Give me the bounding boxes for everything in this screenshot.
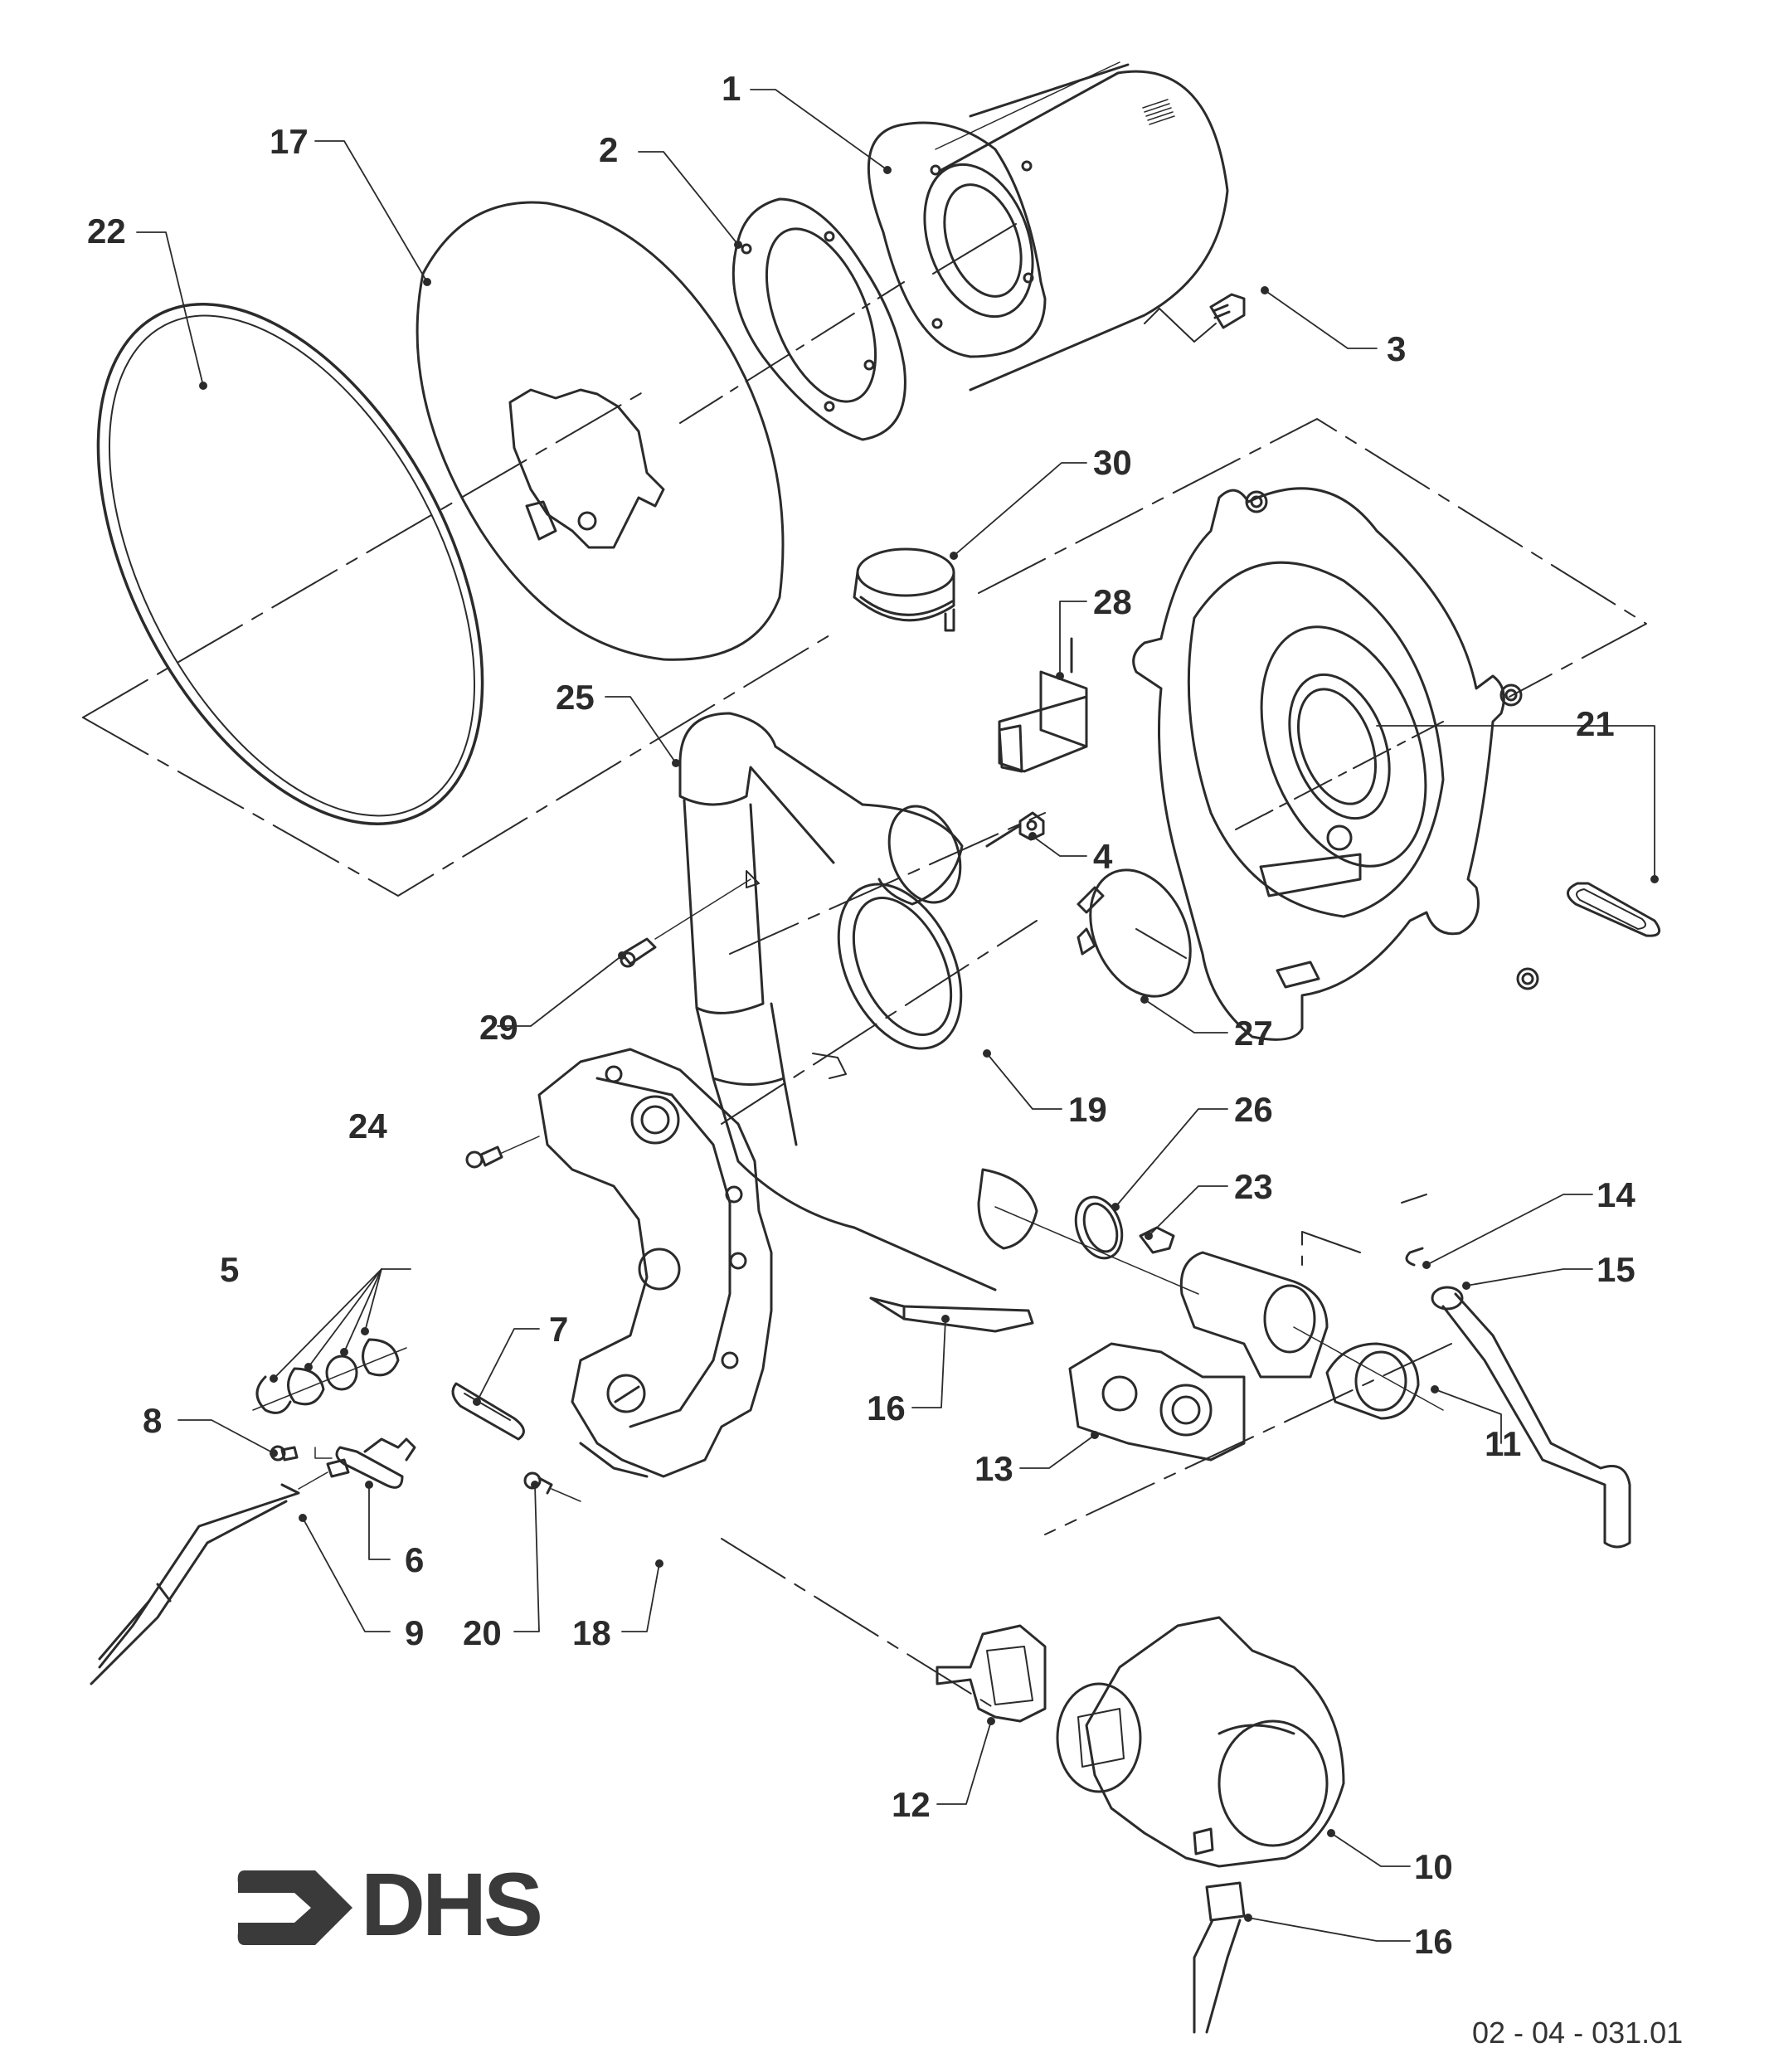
part-18-burner-housing — [537, 1048, 773, 1478]
callout-9: 9 — [405, 1613, 425, 1652]
part-1-burner-tube — [868, 61, 1229, 392]
assembly-dashed-lines — [82, 389, 1647, 1710]
callout-16a: 16 — [867, 1389, 906, 1428]
callout-12: 12 — [892, 1785, 931, 1824]
callout-26: 26 — [1234, 1090, 1273, 1129]
callout-14: 14 — [1597, 1175, 1635, 1214]
callout-6: 6 — [405, 1540, 425, 1579]
part-25-air-pipe — [678, 712, 997, 1291]
callout-23: 23 — [1234, 1167, 1273, 1206]
callout-22: 22 — [87, 212, 126, 250]
callout-16b: 16 — [1414, 1922, 1453, 1961]
logo-text: DHS — [361, 1854, 543, 1954]
part-16-connector-probe — [869, 1296, 1034, 1333]
callout-30: 30 — [1093, 443, 1132, 482]
part-22-o-ring — [96, 303, 484, 825]
callout-13: 13 — [974, 1449, 1013, 1488]
callout-18: 18 — [572, 1613, 611, 1652]
part-15-fuel-hose — [1431, 1286, 1631, 1549]
callout-5: 5 — [220, 1250, 240, 1289]
part-5-sight-glass — [252, 1338, 407, 1414]
callout-21: 21 — [1576, 704, 1615, 743]
part-7-slot-gasket — [451, 1382, 525, 1441]
part-21-grommet — [1567, 882, 1661, 937]
callout-8: 8 — [143, 1401, 163, 1440]
callout-24: 24 — [348, 1107, 387, 1145]
callout-2: 2 — [599, 130, 619, 169]
part-backplate — [1132, 487, 1539, 1041]
part-17-chamber-disc — [416, 201, 785, 661]
part-2-flange-gasket — [679, 197, 906, 441]
callout-15: 15 — [1597, 1250, 1635, 1289]
callout-7: 7 — [549, 1310, 569, 1349]
part-19-gasket-ring — [837, 883, 963, 1050]
part-4-nut — [985, 811, 1045, 848]
callout-25: 25 — [556, 678, 595, 717]
callout-17: 17 — [270, 122, 309, 161]
part-28-bracket — [998, 637, 1088, 773]
callout-4: 4 — [1093, 837, 1113, 876]
part-3-screw — [1144, 293, 1246, 343]
callout-19: 19 — [1068, 1090, 1107, 1129]
callout-29: 29 — [479, 1008, 518, 1047]
part-12-blower-gasket — [936, 1624, 1047, 1723]
callout-10: 10 — [1414, 1847, 1453, 1886]
part-13-fuel-pump — [1068, 1251, 1329, 1462]
part-27-swirl-plate — [1077, 868, 1192, 998]
callout-20: 20 — [463, 1613, 502, 1652]
callout-3: 3 — [1387, 329, 1407, 368]
part-24-screw — [465, 1136, 540, 1169]
part-23-screw — [1139, 1226, 1175, 1254]
part-6-electrode-plate — [326, 1437, 416, 1489]
part-11-gasket — [1293, 1326, 1444, 1420]
part-16-connector-cable — [1193, 1881, 1246, 2034]
callout-1: 1 — [722, 69, 741, 108]
callout-27: 27 — [1234, 1014, 1273, 1053]
drawing-code: 02 - 04 - 031.01 — [1472, 2016, 1684, 2050]
part-26-seal-ring — [977, 1168, 1199, 1295]
dhs-logo: DHS — [236, 1858, 560, 1958]
leader-lines — [136, 89, 1655, 1942]
callout-11: 11 — [1485, 1424, 1522, 1463]
callout-28: 28 — [1093, 582, 1132, 621]
part-8-screw — [270, 1445, 333, 1462]
part-9-ignition-cable — [90, 1471, 328, 1685]
arrow-right-icon — [237, 1870, 352, 1945]
part-14-clip — [1405, 1247, 1424, 1267]
leader-dots — [199, 166, 1659, 1922]
part-29-screw — [620, 878, 751, 968]
part-30-cap — [853, 547, 955, 632]
part-10-blower — [1056, 1616, 1345, 1868]
